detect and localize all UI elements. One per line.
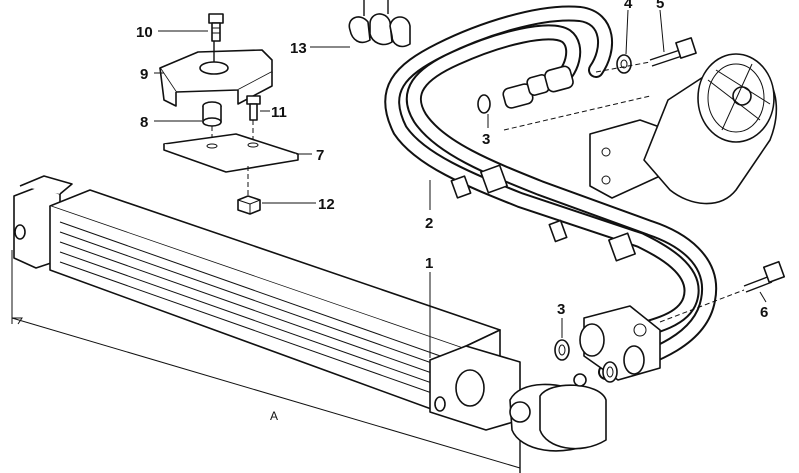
- part-10-bolt: [208, 13, 224, 42]
- part-9-bracket: [159, 41, 273, 107]
- part-7-plate: [163, 133, 299, 196]
- callout-5: 5: [656, 0, 664, 12]
- callout-2: 2: [425, 215, 433, 232]
- callout-8: 8: [140, 114, 148, 131]
- hose-end-fittings-top: [478, 65, 574, 113]
- dimension-a: [11, 250, 521, 473]
- part-1-oil-cooler: [13, 175, 607, 473]
- part-3-washers-lower: [554, 339, 618, 383]
- callout-13: 13: [290, 40, 307, 57]
- callout-12: 12: [318, 196, 335, 213]
- part-6-bolt: [659, 260, 786, 323]
- callout-4: 4: [624, 0, 633, 12]
- callout-9: 9: [140, 66, 148, 83]
- hose-connector-block: [579, 305, 661, 381]
- part-8-sleeve: [202, 101, 222, 146]
- part-4-washer: [616, 54, 632, 74]
- part-5-bolt: [595, 37, 697, 73]
- callout-3-lower: 3: [557, 301, 565, 318]
- callout-11: 11: [271, 104, 287, 121]
- callout-10: 10: [136, 24, 153, 41]
- part-12-nut: [237, 195, 261, 215]
- dimension-label-a: A: [270, 409, 278, 423]
- oil-filter-housing: [503, 53, 778, 205]
- callout-labels: 10 9 8 11 7 12 13 2 1 3 4 5 3 6 A: [136, 0, 768, 423]
- part-11-bolt: [246, 95, 261, 144]
- callout-6: 6: [760, 304, 768, 321]
- part-3-washer-upper: [477, 94, 491, 114]
- part-13-clip: [348, 0, 411, 48]
- callout-1: 1: [425, 255, 433, 272]
- part-2-hoses: [384, 5, 718, 380]
- callout-3-upper: 3: [482, 131, 490, 148]
- leader-lines: [154, 9, 767, 358]
- callout-7: 7: [316, 147, 324, 164]
